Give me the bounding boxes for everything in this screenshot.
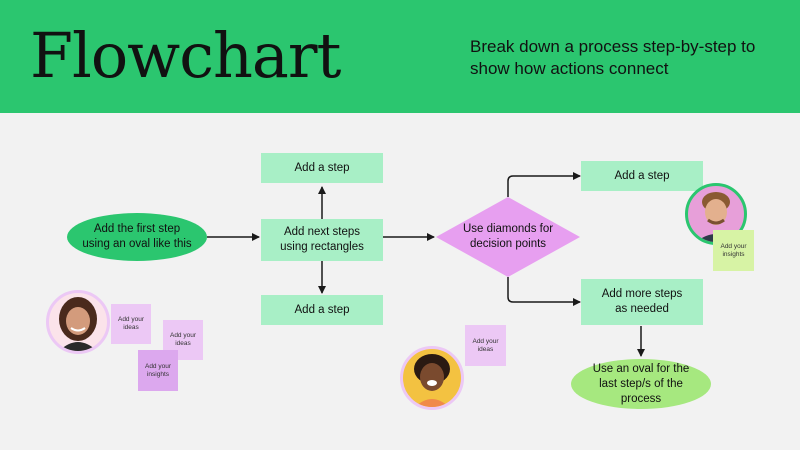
end-oval[interactable]: Use an oval for the last step/s of the p…	[571, 359, 711, 409]
decision-diamond-shape	[436, 197, 580, 277]
top-step-label: Add a step	[294, 161, 350, 174]
end-oval-label: Use an oval for the last step/s of the p…	[592, 362, 690, 405]
sticky-note-insights-right[interactable]: Add your insights	[713, 230, 754, 271]
sticky-note-ideas-middle[interactable]: Add your ideas	[465, 325, 506, 366]
start-oval-label: Add the first step using an oval like th…	[82, 223, 192, 250]
sticky-note-insights-right-text: Add your insights	[720, 242, 747, 258]
avatar-woman-middle	[400, 346, 464, 410]
sticky-note-ideas-1[interactable]: Add your ideas	[111, 304, 151, 344]
header-banner: Flowchart Break down a process step-by-s…	[0, 0, 800, 113]
avatar-woman-left-portrait	[59, 297, 97, 351]
page-subtitle: Break down a process step-by-step to sho…	[470, 37, 756, 78]
sticky-note-ideas-middle-text: Add your ideas	[472, 337, 499, 353]
bottom-step-rectangle[interactable]: Add a step	[261, 295, 383, 325]
sticky-note-ideas-1-text: Add your ideas	[117, 316, 145, 331]
bottom-step-label: Add a step	[294, 303, 350, 316]
sticky-note-insights-left[interactable]: Add your insights	[138, 350, 178, 391]
avatar-woman-left	[46, 290, 110, 354]
more-steps-rectangle[interactable]: Add more steps as needed	[581, 279, 703, 325]
arrow-diamond-to-more-steps	[507, 277, 581, 306]
avatar-woman-middle-portrait	[414, 354, 450, 407]
next-steps-rectangle[interactable]: Add next steps using rectangles	[261, 219, 383, 261]
right-top-step-rectangle[interactable]: Add a step	[581, 161, 703, 191]
page-title: Flowchart	[30, 19, 341, 92]
more-steps-label: Add more steps as needed	[601, 288, 683, 315]
flowchart-canvas: Add the first step using an oval like th…	[0, 113, 800, 450]
connector-layer	[207, 172, 645, 357]
sticky-note-ideas-2-text: Add your ideas	[169, 332, 197, 347]
arrow-diamond-to-right-top-step	[507, 172, 581, 197]
next-steps-label: Add next steps using rectangles	[280, 226, 364, 253]
top-step-rectangle[interactable]: Add a step	[261, 153, 383, 183]
start-oval[interactable]: Add the first step using an oval like th…	[67, 213, 207, 261]
decision-diamond-label[interactable]: Use diamonds for decision points	[462, 223, 554, 250]
right-top-step-label: Add a step	[614, 169, 670, 182]
sticky-note-insights-left-text: Add your insights	[144, 362, 172, 378]
